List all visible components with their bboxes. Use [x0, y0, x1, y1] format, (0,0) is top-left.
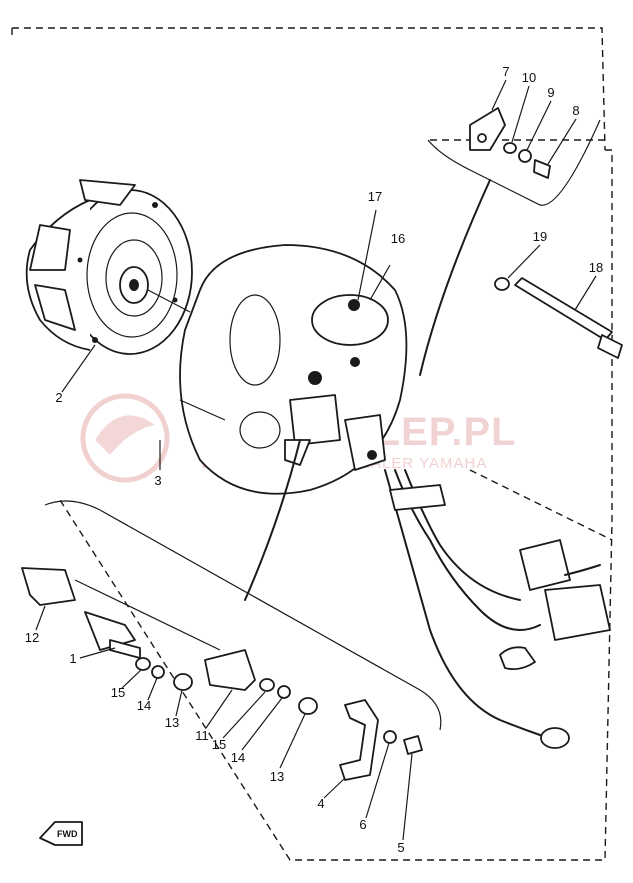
- callout-16: 16: [391, 231, 405, 246]
- callout-9: 9: [547, 85, 554, 100]
- leader-lines: [159, 179, 491, 601]
- pickup-coil-parts: [21, 567, 318, 715]
- flywheel-rotor: [25, 179, 193, 355]
- callout-5: 5: [397, 840, 404, 855]
- callout-15b: 15: [212, 737, 226, 752]
- callout-11b: 11: [195, 728, 209, 743]
- clamp-bracket: [339, 699, 423, 781]
- outer-dashed-frame: [11, 27, 613, 861]
- stator-plate: [179, 244, 408, 495]
- callout-12: 12: [25, 630, 39, 645]
- callout-4: 4: [317, 796, 324, 811]
- callout-6: 6: [359, 817, 366, 832]
- upper-clamp-parts: [469, 107, 551, 179]
- callout-leaders: [35, 79, 597, 841]
- callout-2: 2: [55, 390, 62, 405]
- callout-15a: 15: [111, 685, 125, 700]
- callout-3: 3: [154, 473, 161, 488]
- callout-labels: 7 10 9 8 17 16 19 18 2 3 12 1 15 14 13 1…: [25, 64, 603, 855]
- callout-14a: 14: [137, 698, 151, 713]
- callout-17: 17: [368, 189, 382, 204]
- upper-group-bracket: [427, 119, 601, 206]
- fwd-label: FWD: [57, 829, 78, 839]
- callout-13b: 13: [270, 769, 284, 784]
- callout-10: 10: [522, 70, 536, 85]
- callout-14b: 14: [231, 750, 245, 765]
- long-bolt: [494, 277, 623, 359]
- callout-19: 19: [533, 229, 547, 244]
- callout-7: 7: [502, 64, 509, 79]
- callout-1: 1: [69, 651, 76, 666]
- callout-13a: 13: [165, 715, 179, 730]
- callout-8: 8: [572, 103, 579, 118]
- fwd-arrow: FWD: [39, 821, 83, 846]
- wiring-harness: [384, 469, 611, 749]
- lower-group-bracket: [44, 500, 442, 731]
- callout-18: 18: [589, 260, 603, 275]
